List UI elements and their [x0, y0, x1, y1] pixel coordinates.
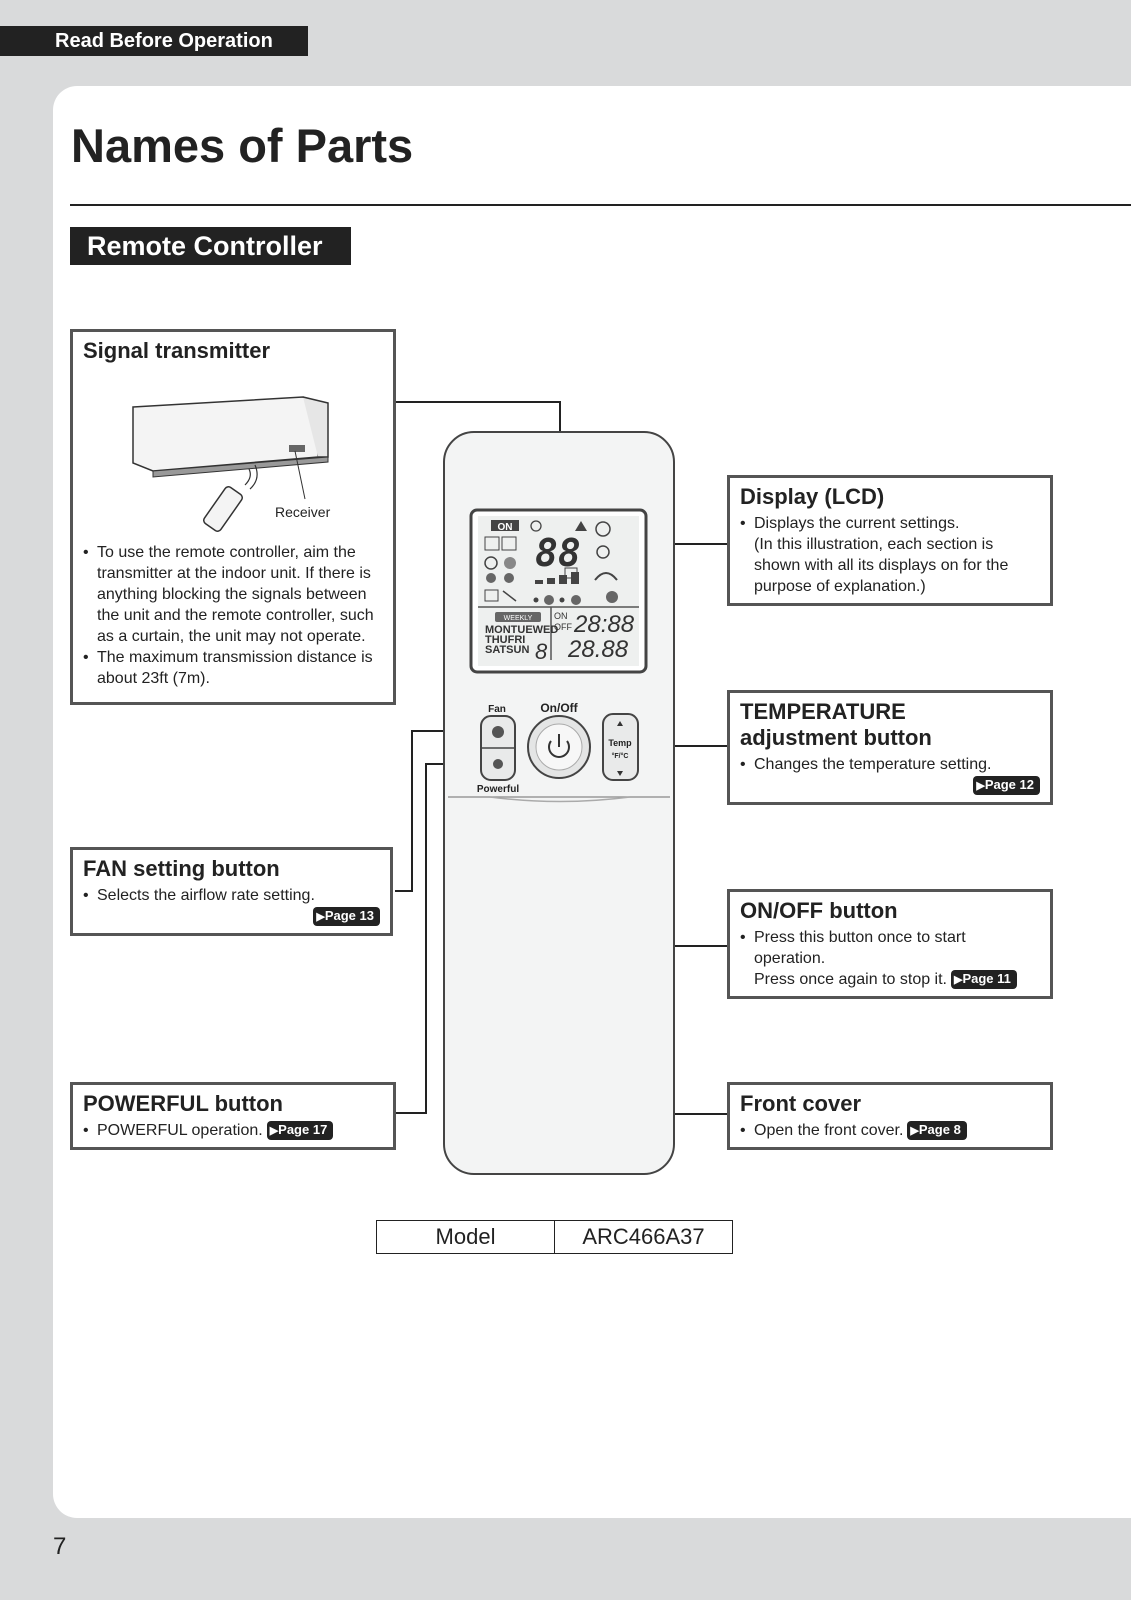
lcd-day-digit: 8 — [535, 639, 548, 664]
lcd-time2: 28.88 — [567, 636, 629, 663]
powerful-label: Powerful — [477, 784, 519, 795]
display-lcd-box: Display (LCD) Displays the current setti… — [727, 475, 1053, 606]
powerful-title: POWERFUL button — [83, 1091, 283, 1116]
display-title: Display (LCD) — [740, 484, 885, 509]
temperature-title-1: TEMPERATURE — [740, 699, 906, 724]
temp-down-icon — [617, 771, 623, 776]
play-icon: ▶ — [954, 974, 963, 987]
remote-icon — [203, 486, 243, 532]
powerful-page-ref[interactable]: ▶Page 17 — [266, 1121, 334, 1141]
temperature-title-2: adjustment button — [740, 725, 932, 750]
fan-box: FAN setting button Selects the airflow r… — [70, 847, 393, 936]
onoff-page-ref[interactable]: ▶Page 11 — [951, 970, 1017, 990]
powerful-bullet: POWERFUL operation. — [97, 1122, 263, 1139]
temp-rocker — [602, 713, 639, 781]
fan-bullet: Selects the airflow rate setting. — [83, 885, 380, 906]
header-tab: Read Before Operation — [0, 26, 308, 56]
lcd-on: ON — [498, 522, 513, 533]
temperature-page-label: Page 12 — [984, 777, 1034, 792]
power-icon — [548, 740, 570, 758]
signal-transmitter-title: Signal transmitter — [83, 338, 271, 363]
fan-page-label: Page 13 — [324, 908, 374, 923]
signal-transmitter-box: Signal transmitter Receiver To use the r… — [70, 329, 396, 705]
play-icon: ▶ — [316, 911, 325, 923]
lcd-on-label: ON — [554, 611, 568, 621]
front-page-label: Page 8 — [918, 1122, 961, 1138]
display-bullet: Displays the current settings. — [740, 513, 1040, 534]
onoff-label: On/Off — [540, 701, 578, 715]
onoff-box: ON/OFF button Press this button once to … — [727, 889, 1053, 999]
onoff-title: ON/OFF button — [740, 898, 898, 923]
section-heading: Remote Controller — [70, 227, 351, 265]
fan-icon — [492, 726, 504, 738]
powerful-box: POWERFUL button POWERFUL operation.▶Page… — [70, 1082, 396, 1150]
title-rule — [70, 204, 1131, 206]
model-label: Model — [377, 1221, 555, 1253]
model-table: Model ARC466A37 — [376, 1220, 733, 1254]
fan-title: FAN setting button — [83, 856, 280, 881]
lcd-off-label: OFF — [554, 622, 572, 632]
powerful-page-label: Page 17 — [278, 1122, 328, 1138]
fan-label: Fan — [488, 704, 506, 715]
page-title: Names of Parts — [71, 119, 414, 172]
lcd-big-digits: 88 — [535, 531, 581, 575]
page-number: 7 — [53, 1533, 67, 1560]
display-note: (In this illustration, each section is s… — [754, 536, 1009, 595]
play-icon: ▶ — [976, 780, 985, 792]
front-page-ref[interactable]: ▶Page 8 — [907, 1121, 967, 1141]
front-bullet: Open the front cover. — [754, 1122, 904, 1139]
onoff-bullet-2: Press once again to stop it. — [754, 971, 947, 988]
fan-page-ref[interactable]: ▶Page 13 — [313, 907, 380, 926]
play-icon: ▶ — [910, 1125, 919, 1138]
model-value: ARC466A37 — [582, 1224, 705, 1249]
front-cover-box: Front cover Open the front cover.▶Page 8 — [727, 1082, 1053, 1150]
temperature-page-ref[interactable]: ▶Page 12 — [973, 776, 1040, 795]
onoff-bullet-1: Press this button once to start operatio… — [740, 927, 1004, 969]
signal-bullet-1: To use the remote controller, aim the tr… — [83, 542, 383, 647]
front-title: Front cover — [740, 1091, 862, 1116]
temperature-bullet: Changes the temperature setting. — [740, 754, 1040, 775]
temperature-box: TEMPERATURE adjustment button Changes th… — [727, 690, 1053, 805]
powerful-icon — [493, 759, 503, 769]
temp-unit: °F/°C — [612, 752, 629, 760]
lcd-days2: THUFRI — [485, 634, 525, 646]
indoor-unit-illustration: Receiver — [132, 396, 331, 532]
temp-up-icon — [617, 721, 623, 726]
lcd-days1: MONTUEWED — [485, 624, 558, 636]
lcd-weekly: WEEKLY — [504, 615, 533, 622]
onoff-page-label: Page 11 — [962, 971, 1011, 987]
lcd-days3: SATSUN — [485, 644, 529, 656]
temp-label: Temp — [608, 738, 632, 748]
lcd-time1: 28:88 — [573, 611, 635, 638]
signal-bullet-2: The maximum transmission distance is abo… — [83, 647, 383, 689]
play-icon: ▶ — [269, 1125, 279, 1138]
receiver-label: Receiver — [275, 504, 331, 520]
